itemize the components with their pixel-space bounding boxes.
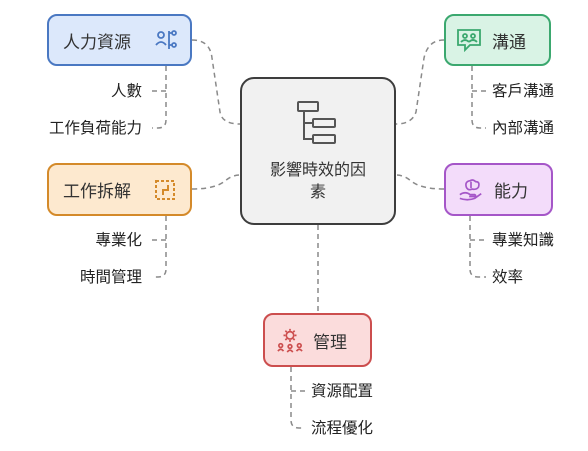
branch-task-label: 工作拆解: [63, 182, 131, 202]
leaf-hr-2: 工作負荷能力: [48, 119, 142, 137]
leaf-mgmt-1: 資源配置: [311, 382, 374, 400]
branch-mgmt-label: 管理: [313, 332, 347, 353]
gears-people-icon: [277, 327, 303, 353]
leaf-hr-1: 人數: [110, 82, 142, 100]
connector-comm-children: [471, 66, 486, 129]
central-topic-label: 影響時效的因素: [269, 160, 366, 201]
chat-users-icon: [456, 27, 482, 53]
branch-mgmt[interactable]: 管理: [263, 313, 372, 367]
leaf-comm-2: 內部溝通: [492, 119, 555, 137]
branch-hr[interactable]: 人力資源: [47, 14, 192, 66]
branch-comm[interactable]: 溝通: [444, 14, 551, 66]
leaf-comm-1: 客戶溝通: [492, 82, 555, 100]
connector-hr: [191, 39, 241, 125]
branch-task[interactable]: 工作拆解: [47, 163, 192, 216]
connector-skill-children: [469, 216, 486, 278]
people-org-icon: [154, 27, 180, 53]
branch-skill[interactable]: 能力: [444, 163, 553, 216]
connector-mgmt-children: [290, 367, 305, 429]
flowchart-icon: [293, 99, 343, 151]
leaf-task-1: 專業化: [95, 231, 142, 249]
branch-hr-label: 人力資源: [63, 32, 131, 53]
connector-comm: [395, 39, 445, 125]
central-topic[interactable]: 影響時效的因素: [240, 77, 396, 225]
connector-task-children: [152, 216, 167, 278]
branch-skill-label: 能力: [494, 182, 528, 202]
leaf-task-2: 時間管理: [79, 268, 142, 286]
leaf-skill-1: 專業知識: [492, 231, 555, 249]
connector-hr-children: [152, 66, 167, 129]
leaf-mgmt-2: 流程優化: [311, 419, 374, 437]
connector-skill: [395, 174, 445, 190]
breakdown-icon: [152, 177, 178, 203]
leaf-skill-2: 效率: [492, 268, 524, 286]
brain-hand-icon: [458, 177, 484, 203]
branch-comm-label: 溝通: [492, 32, 526, 53]
connector-task: [191, 174, 241, 190]
